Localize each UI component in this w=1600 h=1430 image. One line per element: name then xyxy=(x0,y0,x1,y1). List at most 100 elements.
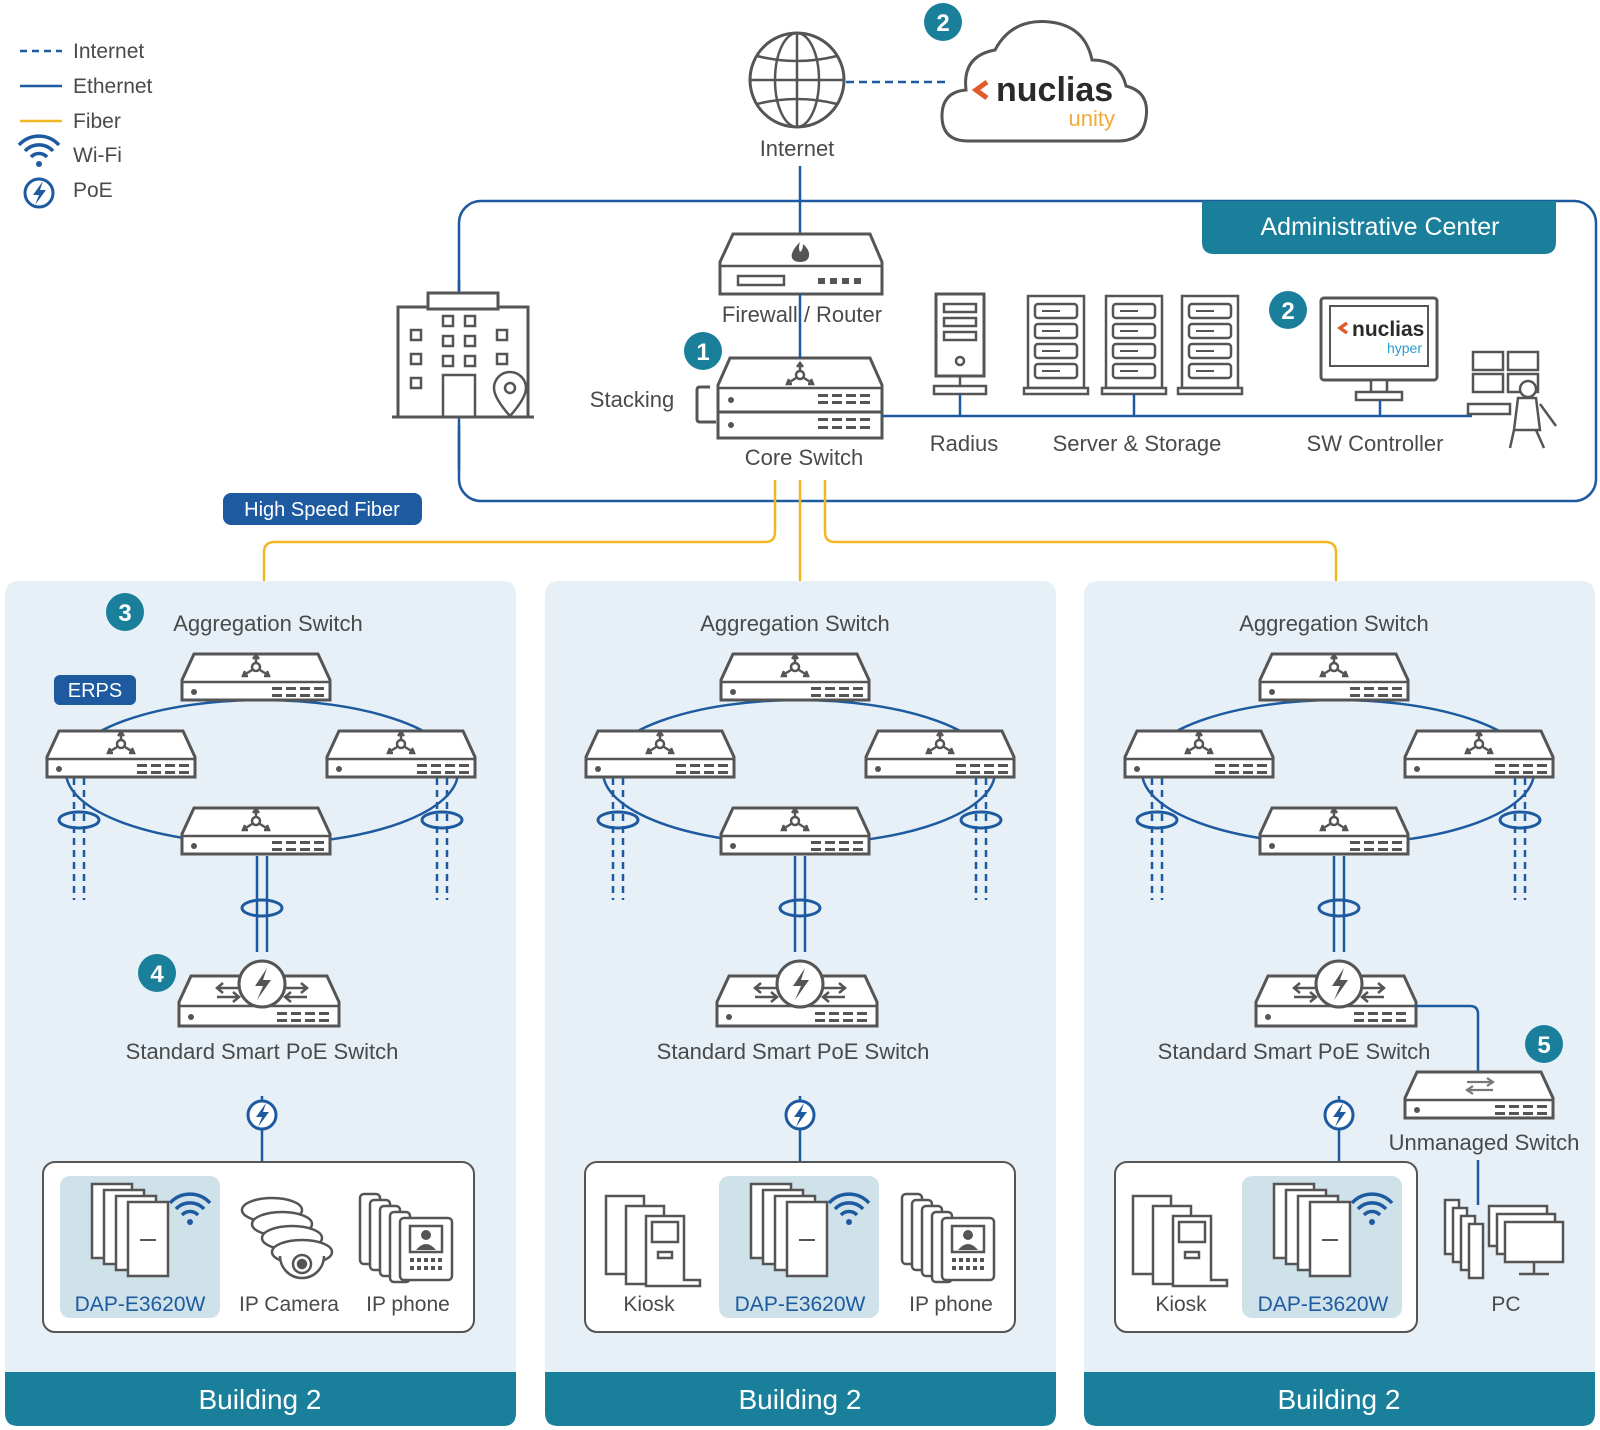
sw-controller-label: SW Controller xyxy=(1307,431,1444,456)
device-label: Kiosk xyxy=(623,1293,675,1316)
nuclias-unity-cloud: nuclias unity xyxy=(940,20,1149,143)
aggregation-switch-top xyxy=(182,654,330,700)
aggregation-switch-left xyxy=(586,731,734,777)
internet-globe-icon xyxy=(748,31,846,129)
high-speed-fiber-tag: High Speed Fiber xyxy=(223,493,422,525)
svg-text:1: 1 xyxy=(696,339,709,366)
pc-label: PC xyxy=(1491,1293,1520,1316)
building-1-content: 3 Aggregation Switch ERPS 4 Standard Sma… xyxy=(42,593,475,1333)
building-2-content: Aggregation Switch Standard Smart PoE Sw… xyxy=(584,611,1016,1333)
device-label: DAP-E3620W xyxy=(75,1293,206,1316)
radius-label: Radius xyxy=(930,431,998,456)
legend-ethernet: Ethernet xyxy=(20,75,153,98)
poe-icon xyxy=(23,177,55,209)
aggregation-label-3: Aggregation Switch xyxy=(1239,611,1429,636)
legend-wifi-label: Wi-Fi xyxy=(73,144,122,167)
cloud-brand: nuclias xyxy=(996,71,1113,109)
server-storage-icon xyxy=(1022,294,1244,416)
device-label: IP Camera xyxy=(239,1293,339,1316)
badge-poe-switch: 4 xyxy=(138,954,176,992)
aggregation-switch-left xyxy=(1125,731,1273,777)
device-label: Kiosk xyxy=(1155,1293,1207,1316)
aggregation-switch-left xyxy=(47,731,195,777)
sw-controller-monitor-icon: nuclias hyper xyxy=(1319,296,1439,416)
legend-wifi: Wi-Fi xyxy=(17,134,122,169)
aggregation-switch-bottom xyxy=(721,808,869,854)
aggregation-switch-bottom xyxy=(182,808,330,854)
fiber-links xyxy=(262,480,1338,581)
legend: Internet Ethernet Fiber Wi-Fi PoE xyxy=(17,40,153,209)
unmanaged-switch-icon xyxy=(1403,1070,1555,1120)
device-label: IP phone xyxy=(366,1293,450,1316)
erps-tag: ERPS xyxy=(54,675,136,705)
badge-aggregation: 3 xyxy=(106,593,144,631)
monitor-brand: nuclias xyxy=(1352,318,1424,341)
agg-poe-links-3 xyxy=(1332,856,1346,952)
aggregation-switch-top xyxy=(1260,654,1408,700)
agg-poe-links-2 xyxy=(793,856,807,952)
legend-internet: Internet xyxy=(20,40,144,63)
svg-text:2: 2 xyxy=(936,10,949,37)
unmanaged-switch-label: Unmanaged Switch xyxy=(1389,1130,1580,1155)
uplinks-dashed-2 xyxy=(611,778,988,900)
poe-switch-label-2: Standard Smart PoE Switch xyxy=(657,1039,930,1064)
access-point-icon xyxy=(1272,1182,1352,1278)
building-title-1: Building 2 xyxy=(199,1384,322,1415)
poe-switch-label-3: Standard Smart PoE Switch xyxy=(1158,1039,1431,1064)
core-switch-label: Core Switch xyxy=(745,445,864,470)
poe-icon xyxy=(1323,1099,1355,1131)
aggregation-switch-top xyxy=(721,654,869,700)
legend-fiber-label: Fiber xyxy=(73,110,121,133)
svg-text:ERPS: ERPS xyxy=(68,680,122,702)
badge-unmanaged: 5 xyxy=(1525,1025,1563,1063)
aggregation-switch-right xyxy=(866,731,1014,777)
svg-text:5: 5 xyxy=(1537,1032,1550,1059)
admin-center-title: Administrative Center xyxy=(1261,213,1500,241)
svg-text:3: 3 xyxy=(118,600,131,627)
access-point-icon xyxy=(749,1182,829,1278)
operator-workstation-icon xyxy=(1466,350,1558,449)
legend-poe-label: PoE xyxy=(73,179,113,202)
uplinks-dashed-1 xyxy=(72,778,449,900)
legend-poe: PoE xyxy=(23,177,113,209)
svg-text:High Speed Fiber: High Speed Fiber xyxy=(244,499,400,521)
office-building-icon xyxy=(392,280,534,470)
uplinks-dashed-3 xyxy=(1150,778,1527,900)
cloud-sub: unity xyxy=(1069,106,1115,131)
building-title-3: Building 2 xyxy=(1278,1384,1401,1415)
aggregation-switch-bottom xyxy=(1260,808,1408,854)
badge-controller: 2 xyxy=(1269,291,1307,329)
building-3-content: Aggregation Switch Standard Smart PoE Sw… xyxy=(1114,611,1580,1333)
monitor-sub: hyper xyxy=(1387,340,1422,356)
radius-server-icon xyxy=(932,292,988,416)
server-storage-label: Server & Storage xyxy=(1053,431,1222,456)
svg-text:4: 4 xyxy=(150,961,164,988)
legend-ethernet-label: Ethernet xyxy=(73,75,153,98)
aggregation-label-2: Aggregation Switch xyxy=(700,611,890,636)
device-label: IP phone xyxy=(909,1293,993,1316)
device-label: DAP-E3620W xyxy=(1258,1293,1389,1316)
badge-core: 1 xyxy=(684,332,722,370)
legend-fiber: Fiber xyxy=(20,110,121,133)
agg-poe-links-1 xyxy=(255,856,269,952)
aggregation-switch-right xyxy=(1405,731,1553,777)
admin-center-header: Administrative Center xyxy=(1202,201,1556,254)
poe-switch-label-1: Standard Smart PoE Switch xyxy=(126,1039,399,1064)
poe-unmanaged-link xyxy=(1416,1004,1480,1072)
device-label: DAP-E3620W xyxy=(735,1293,866,1316)
aggregation-label-1: Aggregation Switch xyxy=(173,611,363,636)
svg-text:2: 2 xyxy=(1281,298,1294,325)
nuclias-logo-icon xyxy=(971,79,989,101)
stacking-label: Stacking xyxy=(590,387,674,412)
poe-icon xyxy=(784,1099,816,1131)
poe-icon xyxy=(246,1099,278,1131)
badge-cloud: 2 xyxy=(924,3,962,41)
core-switch-icon xyxy=(695,356,884,440)
internet-label: Internet xyxy=(760,136,835,161)
aggregation-switch-right xyxy=(327,731,475,777)
wifi-icon xyxy=(17,134,61,169)
firewall-label: Firewall / Router xyxy=(722,302,882,327)
access-point-icon xyxy=(90,1182,170,1278)
firewall-router-icon xyxy=(718,232,884,296)
